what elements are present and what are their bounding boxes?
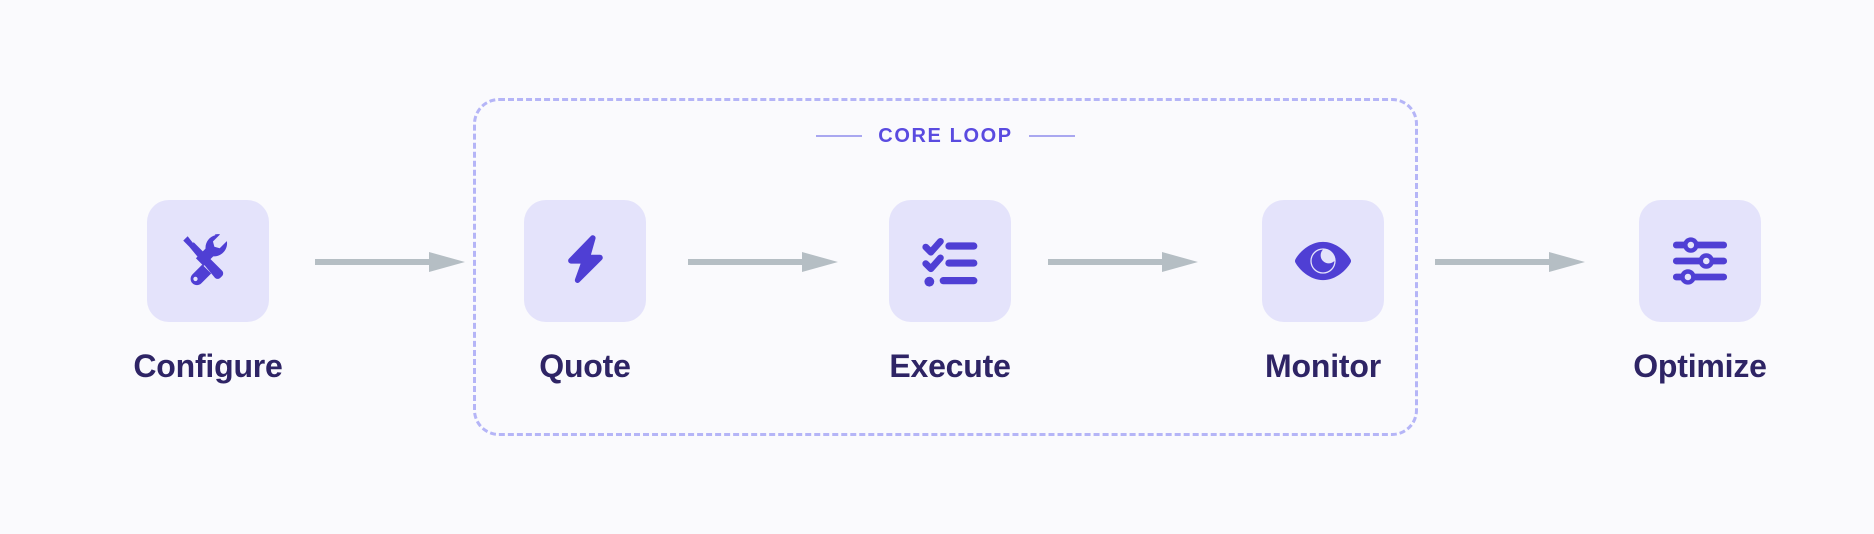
tools-wrench-screwdriver-icon: [175, 228, 241, 294]
arrow-right-icon: [1435, 250, 1585, 274]
step-optimize[interactable]: Optimize: [1625, 200, 1775, 385]
arrow-execute-to-monitor: [1048, 250, 1198, 274]
step-configure-tile: [147, 200, 269, 322]
arrow-monitor-to-optimize: [1435, 250, 1585, 274]
core-loop-container: [473, 98, 1418, 436]
step-monitor[interactable]: Monitor: [1248, 200, 1398, 385]
step-configure[interactable]: Configure: [133, 200, 283, 385]
step-quote-tile: [524, 200, 646, 322]
step-execute[interactable]: Execute: [875, 200, 1025, 385]
checklist-icon: [919, 230, 981, 292]
arrow-right-icon: [688, 250, 838, 274]
step-configure-label: Configure: [133, 348, 283, 384]
lightning-bolt-icon: [554, 230, 616, 292]
step-monitor-tile: [1262, 200, 1384, 322]
eye-icon: [1292, 230, 1354, 292]
step-quote[interactable]: Quote: [510, 200, 660, 385]
step-optimize-tile: [1639, 200, 1761, 322]
step-optimize-label: Optimize: [1633, 348, 1767, 384]
arrow-right-icon: [315, 250, 465, 274]
step-execute-tile: [889, 200, 1011, 322]
step-execute-label: Execute: [889, 348, 1011, 384]
arrow-configure-to-quote: [315, 250, 465, 274]
step-monitor-label: Monitor: [1265, 348, 1381, 384]
sliders-icon: [1671, 232, 1729, 290]
arrow-right-icon: [1048, 250, 1198, 274]
step-quote-label: Quote: [539, 348, 631, 384]
arrow-quote-to-execute: [688, 250, 838, 274]
